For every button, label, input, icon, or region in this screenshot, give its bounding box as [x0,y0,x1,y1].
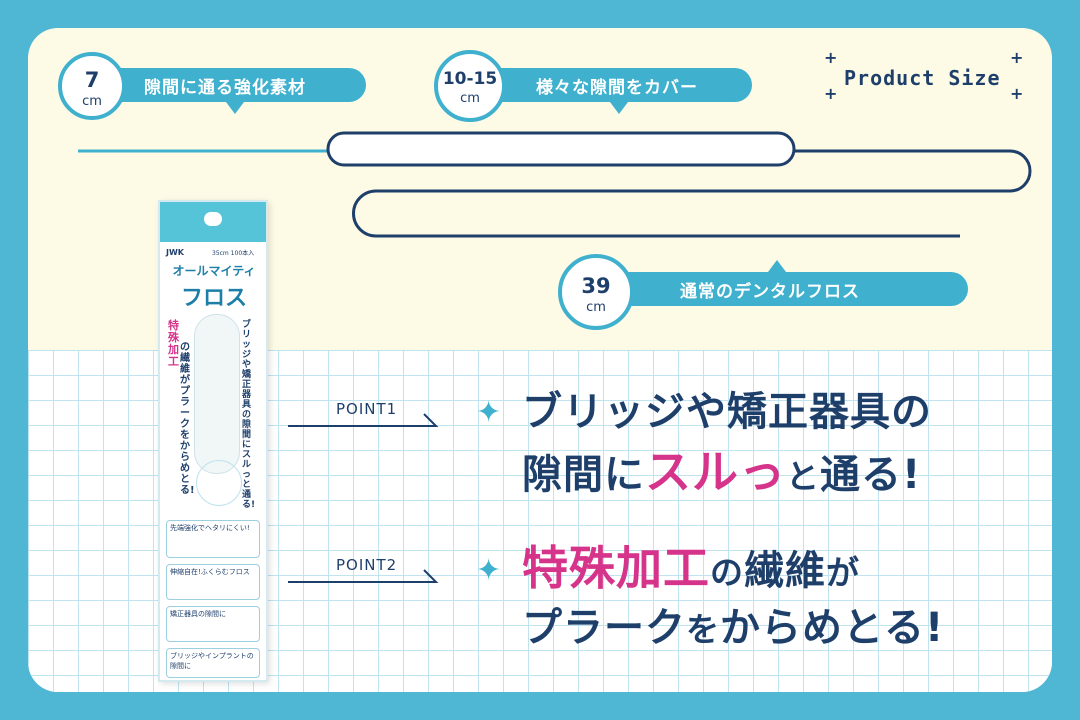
point2-headline-line2: プラークをからめとる! [522,600,944,658]
size-badge-10-15cm: 10-15 cm [434,50,506,122]
package-size-text: 35cm 100本入 [212,250,255,257]
size-badge-7cm: 7 cm [58,52,126,120]
size-ribbon-10-15cm: 様々な隙間をカバー [488,68,752,114]
point1-highlight: スルっ [645,445,786,499]
size-badge-39cm: 39 cm [558,254,634,330]
size-label-10-15cm: 様々な隙間をカバー [536,77,698,98]
size-value: 10-15 [442,69,498,89]
package-feature-box: ブリッジやインプラントの隙間に [166,648,260,678]
point1-text: 隙間に [522,452,645,498]
point2-label: POINT2 [336,556,398,574]
size-ribbon-7cm: 隙間に通る強化素材 [106,68,366,114]
size-value: 39 [581,274,611,298]
size-label-7cm: 隙間に通る強化素材 [144,77,306,98]
floss-window [194,314,240,474]
product-size-heading: Product Size [844,66,1001,90]
size-unit: cm [460,91,480,106]
sparkle-icon: ✦ [476,553,502,588]
size-value: 7 [84,68,100,92]
package-name-line1: オールマイティ [172,264,256,278]
hang-hole [204,212,222,226]
point2-arrow [288,569,439,583]
point2-text: を [686,610,720,649]
size-ribbon-39cm: 通常のデンタルフロス [608,260,968,306]
floss-illustration [78,131,1032,238]
point2-text: プラーク [522,605,686,651]
product-package: JWK 35cm 100本入 オールマイティ フロス 特殊加工 の繊維がプラーク… [158,200,268,682]
package-header-band [160,202,266,242]
point2-text: からめとる! [720,605,945,651]
size-unit: cm [82,94,102,109]
point2-headline-line1: 特殊加工の繊維が [522,540,860,601]
sparkle-icon: + [1010,48,1024,67]
point2-text: が [826,553,860,592]
point1-arrow [288,413,439,427]
point1-headline-line1: ブリッジや矯正器具の [522,389,932,435]
sparkle-icon: + [824,48,838,67]
point2-text: の [710,553,744,592]
package-feature-box: 伸縮自在!ふくらむフロス [166,564,260,600]
package-brand: JWK [166,248,184,257]
sparkle-icon: + [824,84,838,103]
point1-text: 通る! [820,452,922,498]
size-unit: cm [586,300,606,315]
package-side-text-right: ブリッジや矯正器具の隙間にスルっと通る! [242,320,256,510]
ribbon-pointer [768,260,786,272]
point2-highlight: 特殊加工 [522,541,710,595]
package-feature-box: 先端強化でヘタリにくい! [166,520,260,558]
package-name-line2: フロス [180,286,247,311]
size-label-39cm: 通常のデンタルフロス [680,281,860,302]
ribbon-pointer [610,102,628,114]
point1-text: と [786,457,820,496]
sparkle-icon: + [1010,84,1024,103]
ribbon-pointer [226,102,244,114]
package-feature-box: 矯正器具の隙間に [166,606,260,642]
product-size-panel: 隙間に通る強化素材 7 cm 様々な隙間をカバー 10-15 cm + + + … [28,28,1052,692]
package-side-text: の繊維がプラークをからめとる! [180,342,195,496]
package-circle-badge [196,460,242,506]
sparkle-icon: ✦ [476,395,502,430]
point2-text: 繊維 [744,548,826,594]
point1-headline-line2: 隙間にスルっと通る! [522,444,921,505]
package-pink-text: 特殊加工 [168,319,179,368]
point1-label: POINT1 [336,400,398,418]
